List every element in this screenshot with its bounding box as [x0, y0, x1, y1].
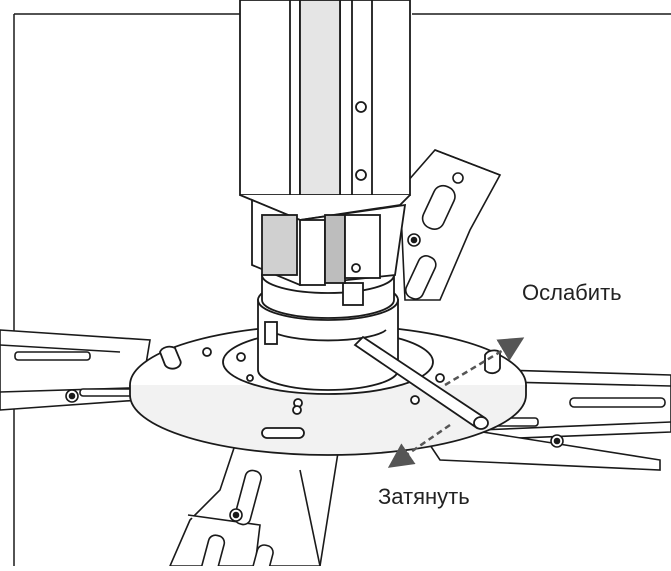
front-arm [168, 429, 341, 571]
tighten-label: Затянуть [378, 484, 470, 509]
tighten-arrow [387, 423, 451, 468]
tightening-rod [353, 335, 489, 430]
loosen-label: Ослабить [522, 280, 622, 305]
hub-collar [257, 256, 399, 391]
right-arm [418, 369, 671, 471]
back-arm [399, 149, 502, 301]
loosen-arrow [444, 337, 525, 387]
frame-border [13, 13, 671, 566]
extension-column [239, 0, 411, 286]
left-arm [0, 329, 151, 411]
